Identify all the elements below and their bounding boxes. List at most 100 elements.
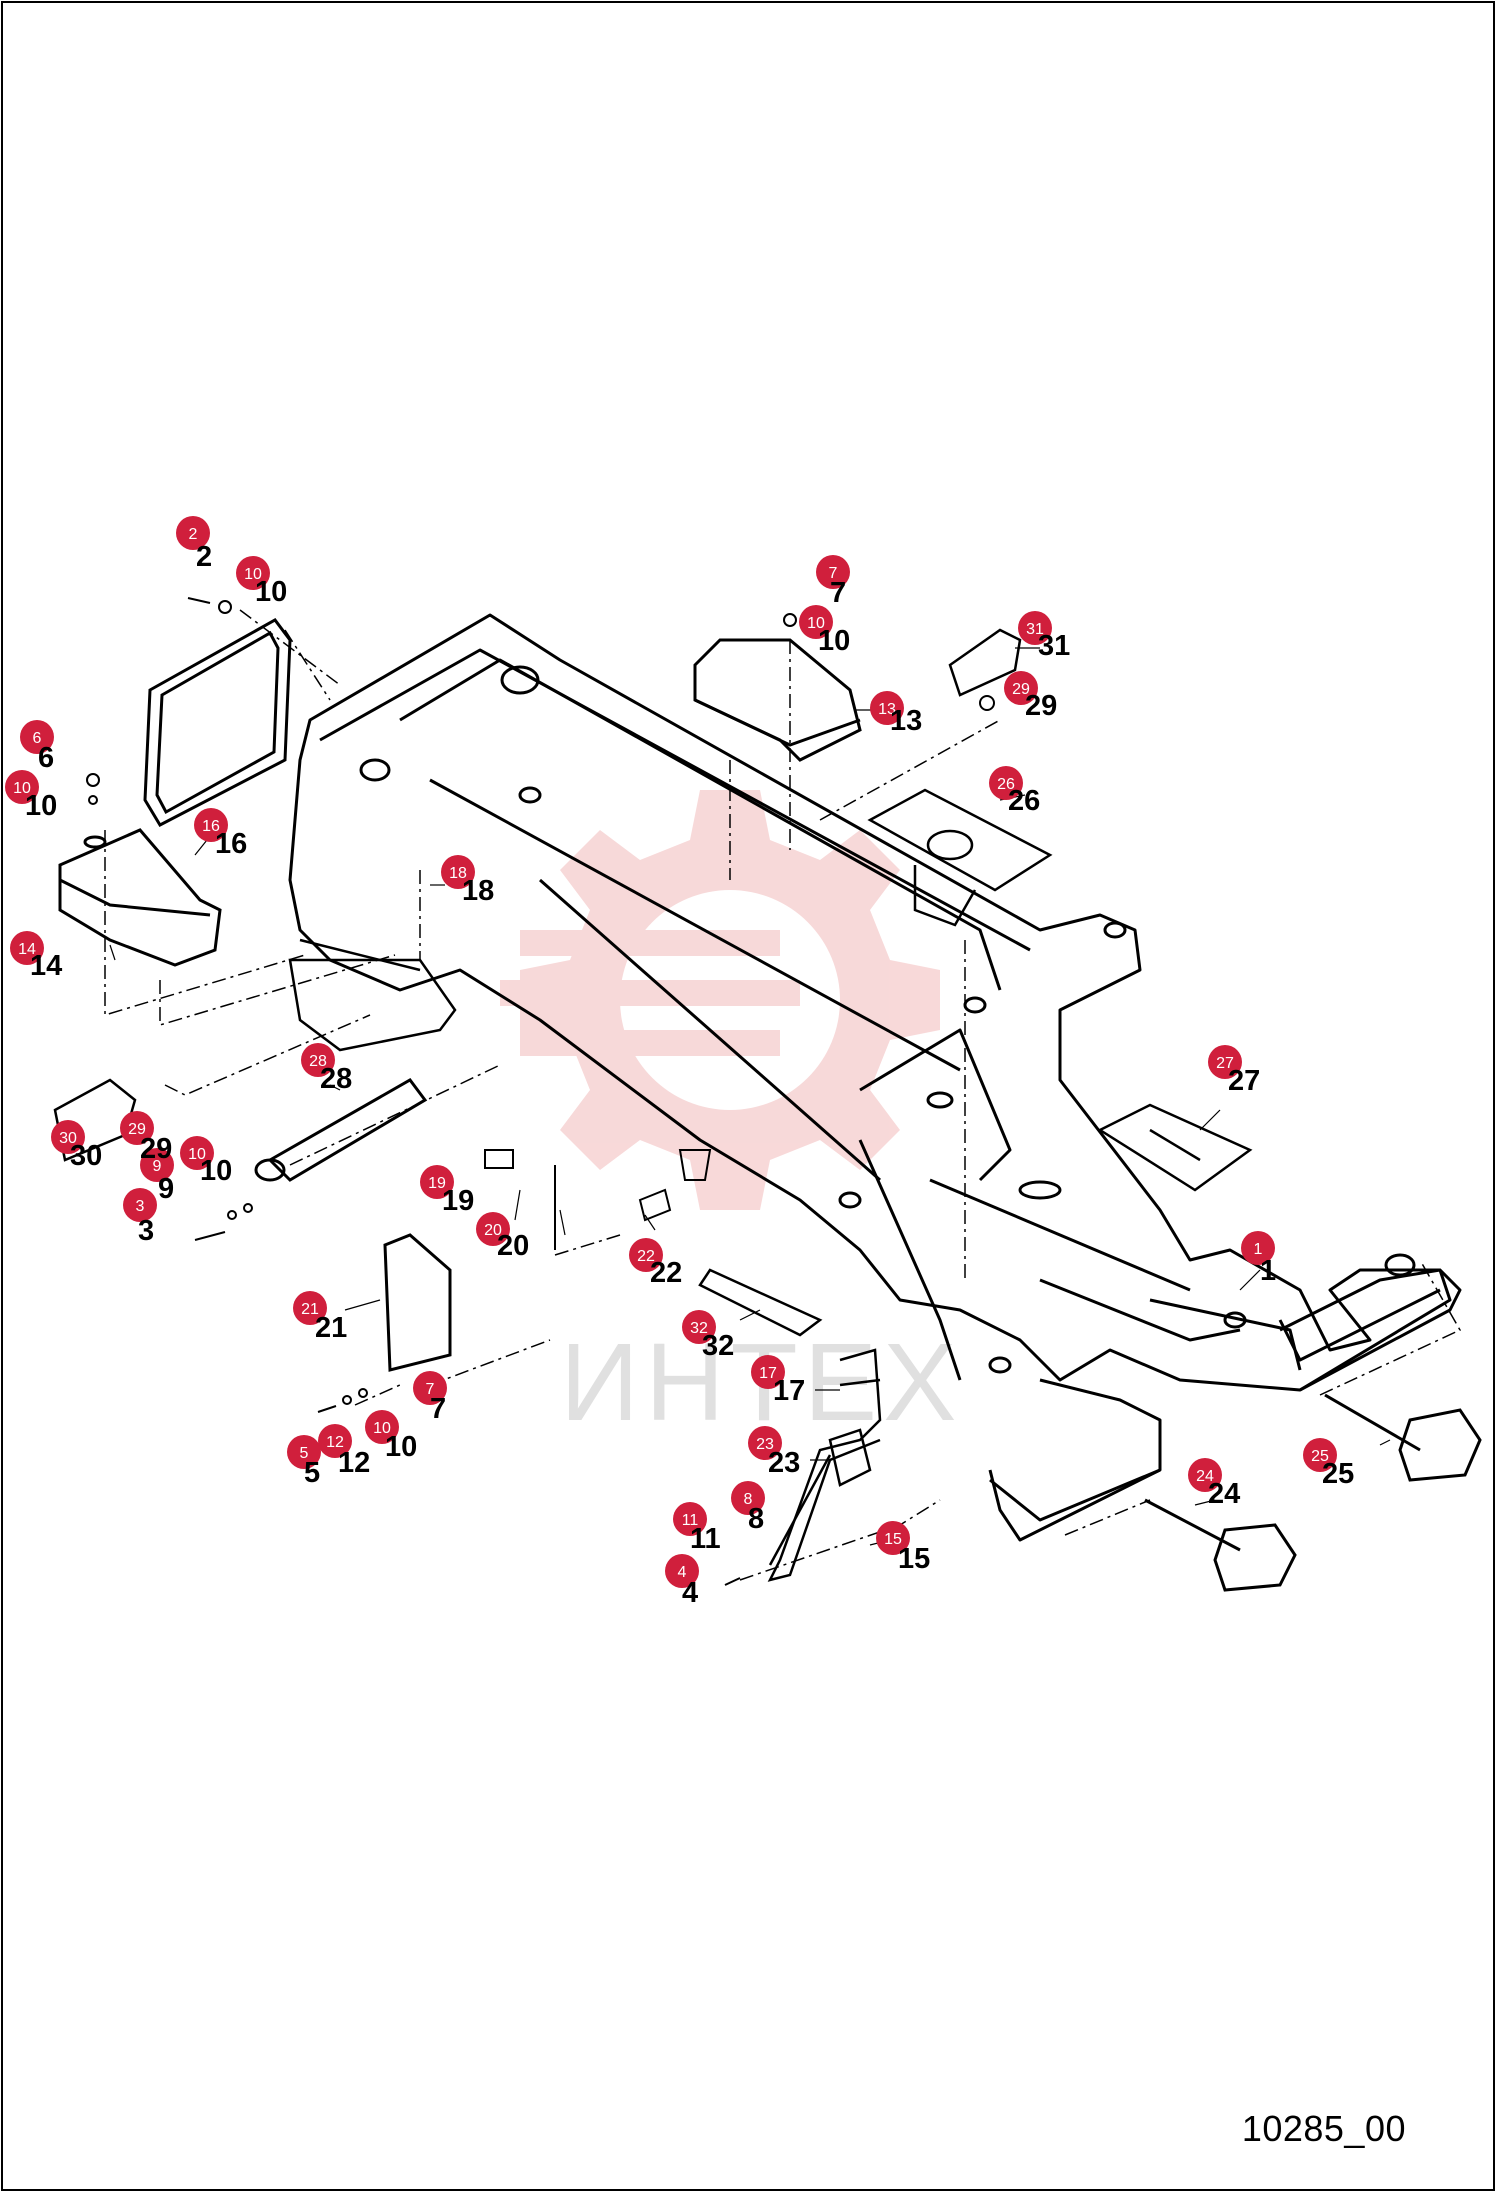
svg-text:26: 26: [997, 776, 1015, 793]
svg-text:10: 10: [244, 566, 262, 583]
svg-text:10: 10: [807, 615, 825, 632]
svg-text:3: 3: [136, 1198, 145, 1215]
svg-text:19: 19: [442, 1185, 474, 1217]
svg-text:6: 6: [38, 742, 54, 774]
svg-text:18: 18: [449, 865, 467, 882]
hardware: [86, 597, 995, 1586]
svg-text:22: 22: [637, 1248, 655, 1265]
foot-24: [1144, 1498, 1297, 1592]
svg-text:26: 26: [1008, 785, 1040, 817]
svg-text:10: 10: [188, 1146, 206, 1163]
svg-text:13: 13: [890, 705, 922, 737]
svg-text:14: 14: [30, 950, 62, 982]
svg-text:7: 7: [829, 565, 838, 582]
svg-text:11: 11: [690, 1523, 721, 1555]
callout-7a: 77: [816, 555, 850, 609]
svg-text:30: 30: [70, 1140, 102, 1172]
svg-text:6: 6: [33, 730, 42, 747]
cover-13: [693, 638, 862, 762]
svg-text:13: 13: [878, 701, 896, 718]
drawing-id: 10285_00: [1241, 2108, 1406, 2149]
svg-text:23: 23: [768, 1447, 800, 1479]
leader-lines: [109, 647, 1391, 1546]
assembly-lines: [104, 609, 1462, 1581]
guard-32: [698, 1268, 823, 1337]
svg-text:1: 1: [1260, 1255, 1276, 1287]
svg-text:16: 16: [202, 818, 220, 835]
svg-text:15: 15: [884, 1531, 902, 1548]
svg-text:3: 3: [138, 1215, 154, 1247]
callout-3: 33: [123, 1188, 157, 1247]
svg-text:29: 29: [1012, 681, 1030, 698]
svg-text:17: 17: [759, 1365, 777, 1382]
svg-text:29: 29: [1025, 690, 1057, 722]
svg-text:31: 31: [1038, 630, 1070, 662]
svg-text:32: 32: [702, 1330, 734, 1362]
svg-text:4: 4: [682, 1577, 698, 1609]
bracket-15: [767, 1348, 882, 1582]
cover-14: [58, 828, 222, 967]
svg-text:1: 1: [1254, 1241, 1263, 1258]
svg-text:31: 31: [1026, 621, 1044, 638]
svg-text:9: 9: [158, 1173, 174, 1205]
plate-23: [828, 1428, 872, 1487]
svg-text:23: 23: [756, 1436, 774, 1453]
svg-text:22: 22: [650, 1257, 682, 1289]
block-21: [383, 1233, 452, 1372]
svg-text:10: 10: [373, 1420, 391, 1437]
svg-text:4: 4: [678, 1564, 687, 1581]
svg-text:19: 19: [428, 1175, 446, 1192]
foot-25: [1324, 1393, 1482, 1482]
main-frame: [288, 613, 1462, 1542]
watermark-logo: [500, 790, 940, 1210]
svg-text:28: 28: [309, 1053, 327, 1070]
svg-text:12: 12: [338, 1447, 370, 1479]
callout-8: 88: [731, 1481, 765, 1535]
svg-text:10: 10: [13, 780, 31, 797]
svg-text:24: 24: [1196, 1468, 1214, 1485]
svg-text:2: 2: [189, 526, 198, 543]
svg-text:11: 11: [682, 1512, 699, 1529]
svg-text:29: 29: [128, 1121, 146, 1138]
callout-2: 22: [176, 516, 212, 573]
svg-text:25: 25: [1322, 1458, 1354, 1490]
svg-text:30: 30: [59, 1130, 77, 1147]
svg-text:10: 10: [818, 625, 850, 657]
svg-text:14: 14: [18, 941, 36, 958]
plate-27: [1097, 1103, 1253, 1192]
svg-text:24: 24: [1208, 1478, 1240, 1510]
svg-text:21: 21: [315, 1312, 347, 1344]
svg-text:5: 5: [304, 1457, 320, 1489]
callout-9: 99: [140, 1148, 174, 1205]
svg-text:20: 20: [484, 1222, 502, 1239]
svg-text:2: 2: [196, 541, 212, 573]
svg-text:17: 17: [773, 1375, 805, 1407]
svg-text:29: 29: [140, 1133, 172, 1165]
svg-text:18: 18: [462, 875, 494, 907]
